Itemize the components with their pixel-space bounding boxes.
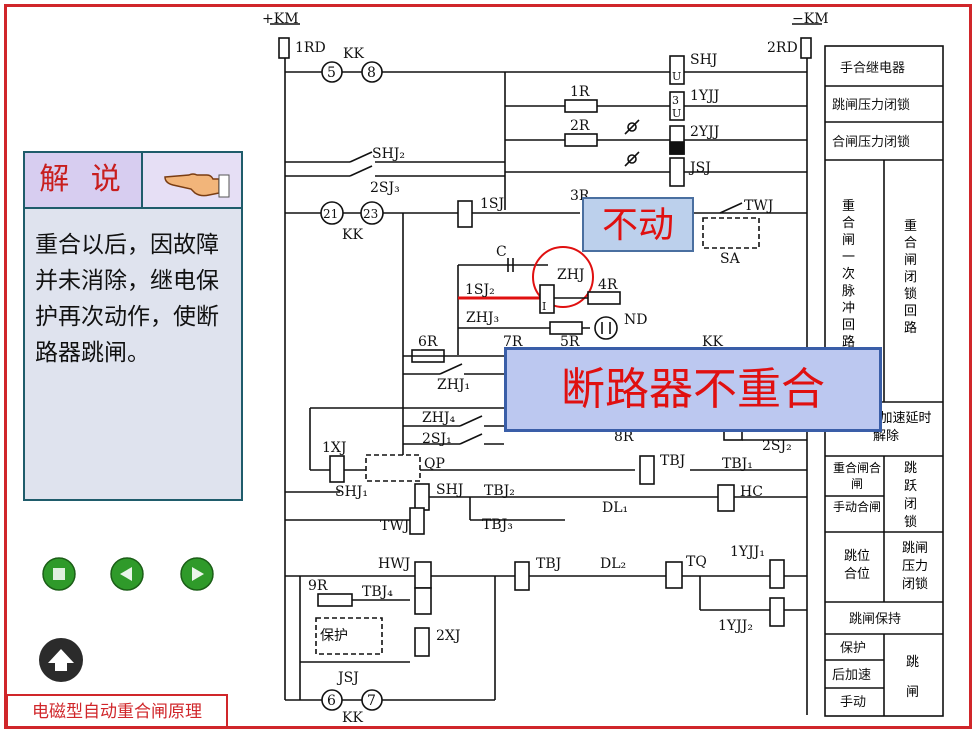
1sj-label: 1SJ	[480, 196, 504, 212]
legend-trip: 跳闸	[906, 655, 920, 700]
1sj2-label: 1SJ₂	[465, 282, 495, 298]
legend-trip-pressure-lock: 跳闸压力闭锁	[832, 97, 910, 113]
zhj-highlight-circle	[532, 246, 594, 308]
tbj2-label: TBJ₂	[484, 483, 515, 499]
fuse-1rd-label: 1RD	[295, 40, 326, 56]
tbj-series-label: TBJ	[536, 556, 561, 572]
kk-contact-8: 8	[367, 65, 376, 81]
shj-contact-label: SHJ	[436, 482, 463, 498]
tbj1-label: TBJ₁	[722, 456, 753, 472]
slide-frame	[4, 4, 972, 729]
home-icon[interactable]	[38, 637, 84, 683]
forward-icon[interactable]	[180, 557, 214, 591]
zhj4-label: ZHJ₄	[422, 410, 456, 426]
legend-trip-pressure-lock-2: 跳闸压力闭锁	[901, 541, 928, 592]
resistor-1r-label: 1R	[570, 84, 590, 100]
coil-mark: I	[542, 300, 546, 313]
1yjj1-label: 1YJJ₁	[730, 544, 765, 560]
1yjj-label: 1YJJ	[690, 88, 719, 104]
zhj1-label: ZHJ₁	[437, 377, 470, 393]
1xj-label: 1XJ	[322, 440, 347, 456]
kk-contact-5: 5	[327, 65, 336, 81]
hc-label: HC	[740, 484, 763, 500]
legend-manual-close-relay: 手合继电器	[840, 61, 905, 76]
pointing-hand-icon[interactable]	[143, 153, 241, 207]
legend-trip-hold: 跳闸保持	[849, 612, 901, 627]
kk-contact-21: 21	[323, 207, 338, 221]
twj-label: TWJ	[744, 198, 773, 214]
kk-switch-label: KK	[702, 334, 723, 350]
kk-label-bottom: KK	[342, 710, 363, 726]
resistor-5r-label: 5R	[560, 334, 580, 350]
nd-label: ND	[624, 312, 647, 328]
negative-bus-label: −KM	[792, 11, 829, 27]
kk-label-mid: KK	[342, 227, 363, 243]
legend-close-pressure-lock: 合闸压力闭锁	[832, 134, 910, 150]
kk-label-top: KK	[343, 46, 364, 62]
hwj-label: HWJ	[378, 556, 410, 572]
tq-label: TQ	[686, 554, 707, 570]
legend-reclose-close: 重合闸合闸	[832, 461, 881, 491]
resistor-9r-label: 9R	[308, 578, 328, 594]
coil-mark: U	[672, 70, 681, 83]
legend-reclose-lock-circuit: 重合闸闭锁回路	[904, 219, 918, 336]
dl1-label: DL₁	[602, 500, 628, 516]
slide-title: 电磁型自动重合闸原理	[6, 694, 228, 728]
positive-bus-label: +KM	[262, 11, 299, 27]
resistor-8r-label: 8R	[614, 429, 634, 445]
resistor-6r-label: 6R	[418, 334, 438, 350]
shj2-label: SHJ₂	[372, 146, 405, 162]
zhj-label: ZHJ	[557, 267, 585, 283]
capacitor-c-label: C	[496, 244, 507, 260]
explanation-text: 重合以后，因故障并未消除，继电保护再次动作，使断路器跳闸。	[35, 232, 219, 366]
legend-protection: 保护	[840, 641, 866, 656]
2yjj-label: 2YJJ	[690, 124, 719, 140]
stop-icon[interactable]	[42, 557, 76, 591]
resistor-7r-label: 7R	[503, 334, 523, 350]
qp-label: QP	[424, 456, 445, 472]
twj-coil-label: TWJ	[380, 518, 409, 534]
breaker-no-reclose-callout: 断路器不重合	[504, 347, 882, 432]
resistor-4r-label: 4R	[598, 277, 618, 293]
kk-contact-23: 23	[363, 207, 378, 221]
1yjj2-label: 1YJJ₂	[718, 618, 753, 634]
back-icon[interactable]	[110, 557, 144, 591]
legend-manual-close: 手动合闸	[832, 500, 881, 514]
kk-contact-6: 6	[327, 693, 336, 709]
2sj3-label: 2SJ₃	[370, 180, 400, 196]
zhj3-label: ZHJ₃	[466, 310, 499, 326]
fuse-2rd-label: 2RD	[767, 40, 798, 56]
dl2-label: DL₂	[600, 556, 626, 572]
jsj-label: JSJ	[688, 160, 711, 176]
legend-reclose-pulse-circuit: 重合闸一次脉冲回路	[842, 199, 856, 350]
2xj-label: 2XJ	[436, 628, 461, 644]
coil-mark: U	[672, 107, 681, 120]
explanation-header: 解 说	[25, 153, 241, 209]
legend-trip-close-position: 跳位合位	[843, 549, 870, 582]
jsj-contact-label: JSJ	[336, 670, 359, 686]
resistor-2r-label: 2R	[570, 118, 590, 134]
2sj2-label: 2SJ₂	[762, 438, 792, 454]
legend-anti-pump-lock: 跳跃闭锁	[904, 461, 918, 530]
legend-manual: 手动	[840, 695, 866, 710]
tbj4-label: TBJ₄	[362, 584, 393, 600]
2sj1-label: 2SJ₁	[422, 431, 452, 447]
protection-label: 保护	[320, 628, 348, 644]
shj-label: SHJ	[690, 52, 717, 68]
shj1-label: SHJ₁	[335, 484, 368, 500]
sa-label: SA	[720, 251, 741, 267]
coil-mark: 3	[672, 94, 679, 107]
not-moving-callout: 不动	[582, 197, 694, 252]
tbj3-label: TBJ₃	[482, 517, 513, 533]
kk-contact-7: 7	[367, 693, 376, 709]
explanation-title: 解 说	[25, 153, 143, 207]
tbj-coil-label: TBJ	[660, 453, 685, 469]
explanation-panel: 解 说 重合以后，因故障并未消除，继电保护再次动作，使断路器跳闸。	[23, 151, 243, 501]
legend-post-acceleration: 后加速	[832, 668, 871, 683]
